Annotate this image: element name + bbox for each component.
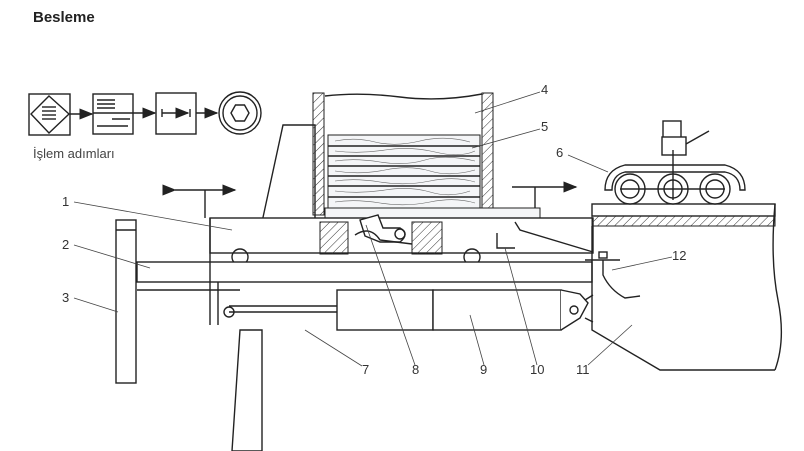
process-steps-caption: İşlem adımları: [33, 146, 115, 161]
frame-leg: [231, 329, 263, 451]
motion-arrows: [162, 181, 578, 218]
input-diamond-icon: [28, 93, 71, 136]
process-flow: [28, 91, 262, 136]
label-8: 8: [412, 362, 419, 377]
feed-arrow-icon: [155, 92, 197, 135]
label-9: 9: [480, 362, 487, 377]
label-7: 7: [362, 362, 369, 377]
label-6: 6: [556, 145, 563, 160]
diagram-title: Besleme: [33, 9, 95, 26]
label-5: 5: [541, 119, 548, 134]
part-labels: 1 2 3 4 5 6 7 8 9 10 11 12: [62, 82, 686, 377]
wood-stack: [327, 134, 481, 209]
feed-table: [585, 203, 783, 371]
hydraulic-cylinder: [229, 289, 594, 331]
push-bar: [136, 261, 593, 283]
sensor-cable: [602, 260, 641, 299]
feed-slide: [209, 214, 594, 266]
label-1: 1: [62, 194, 69, 209]
fed-board: [324, 207, 541, 219]
label-4: 4: [541, 82, 548, 97]
label-3: 3: [62, 290, 69, 305]
label-12: 12: [672, 248, 686, 263]
label-11: 11: [576, 362, 590, 377]
label-2: 2: [62, 237, 69, 252]
frame-stand: [261, 124, 316, 223]
label-10: 10: [530, 362, 544, 377]
end-plate: [115, 219, 137, 384]
transport-cart: [604, 120, 746, 205]
magazine: [312, 92, 541, 219]
document-icon: [92, 93, 134, 135]
hexagon-part-icon: [218, 91, 262, 135]
stop-lug: [496, 233, 515, 249]
